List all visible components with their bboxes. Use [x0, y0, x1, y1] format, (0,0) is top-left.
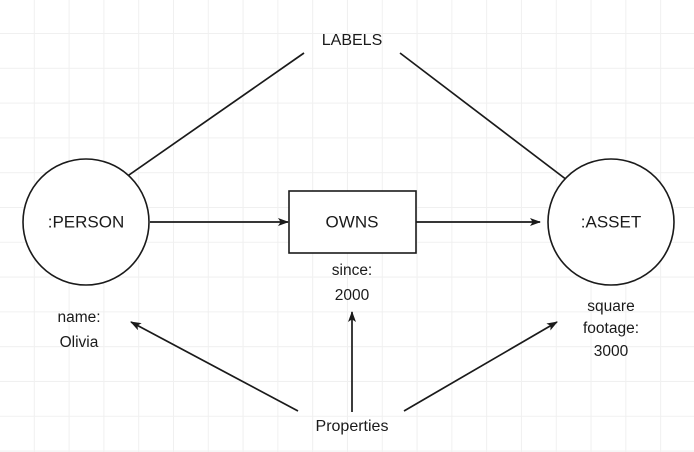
node-person-label: :PERSON	[48, 212, 125, 231]
owns-property-line-2: 2000	[335, 287, 370, 304]
edge-labels-to-asset	[399, 52, 589, 197]
asset-property-line-1: square	[587, 298, 634, 315]
asset-property-line-3: 3000	[594, 343, 629, 360]
annotation-labels: LABELS	[322, 32, 382, 49]
person-property-line-1: name:	[57, 309, 100, 326]
edge-labels-to-person	[95, 52, 305, 199]
person-property-line-2: Olivia	[60, 334, 99, 351]
asset-property-line-2: footage:	[583, 320, 639, 337]
node-owns[interactable]	[288, 190, 417, 254]
edge-properties-to-asset-property	[403, 321, 558, 412]
owns-property-line-1: since:	[332, 262, 373, 279]
edge-properties-to-person-property	[130, 321, 299, 412]
node-asset-label: :ASSET	[581, 212, 641, 231]
annotation-properties: Properties	[316, 418, 389, 435]
node-owns-label: OWNS	[326, 212, 379, 231]
node-asset[interactable]	[547, 158, 675, 286]
node-person[interactable]	[22, 158, 150, 286]
